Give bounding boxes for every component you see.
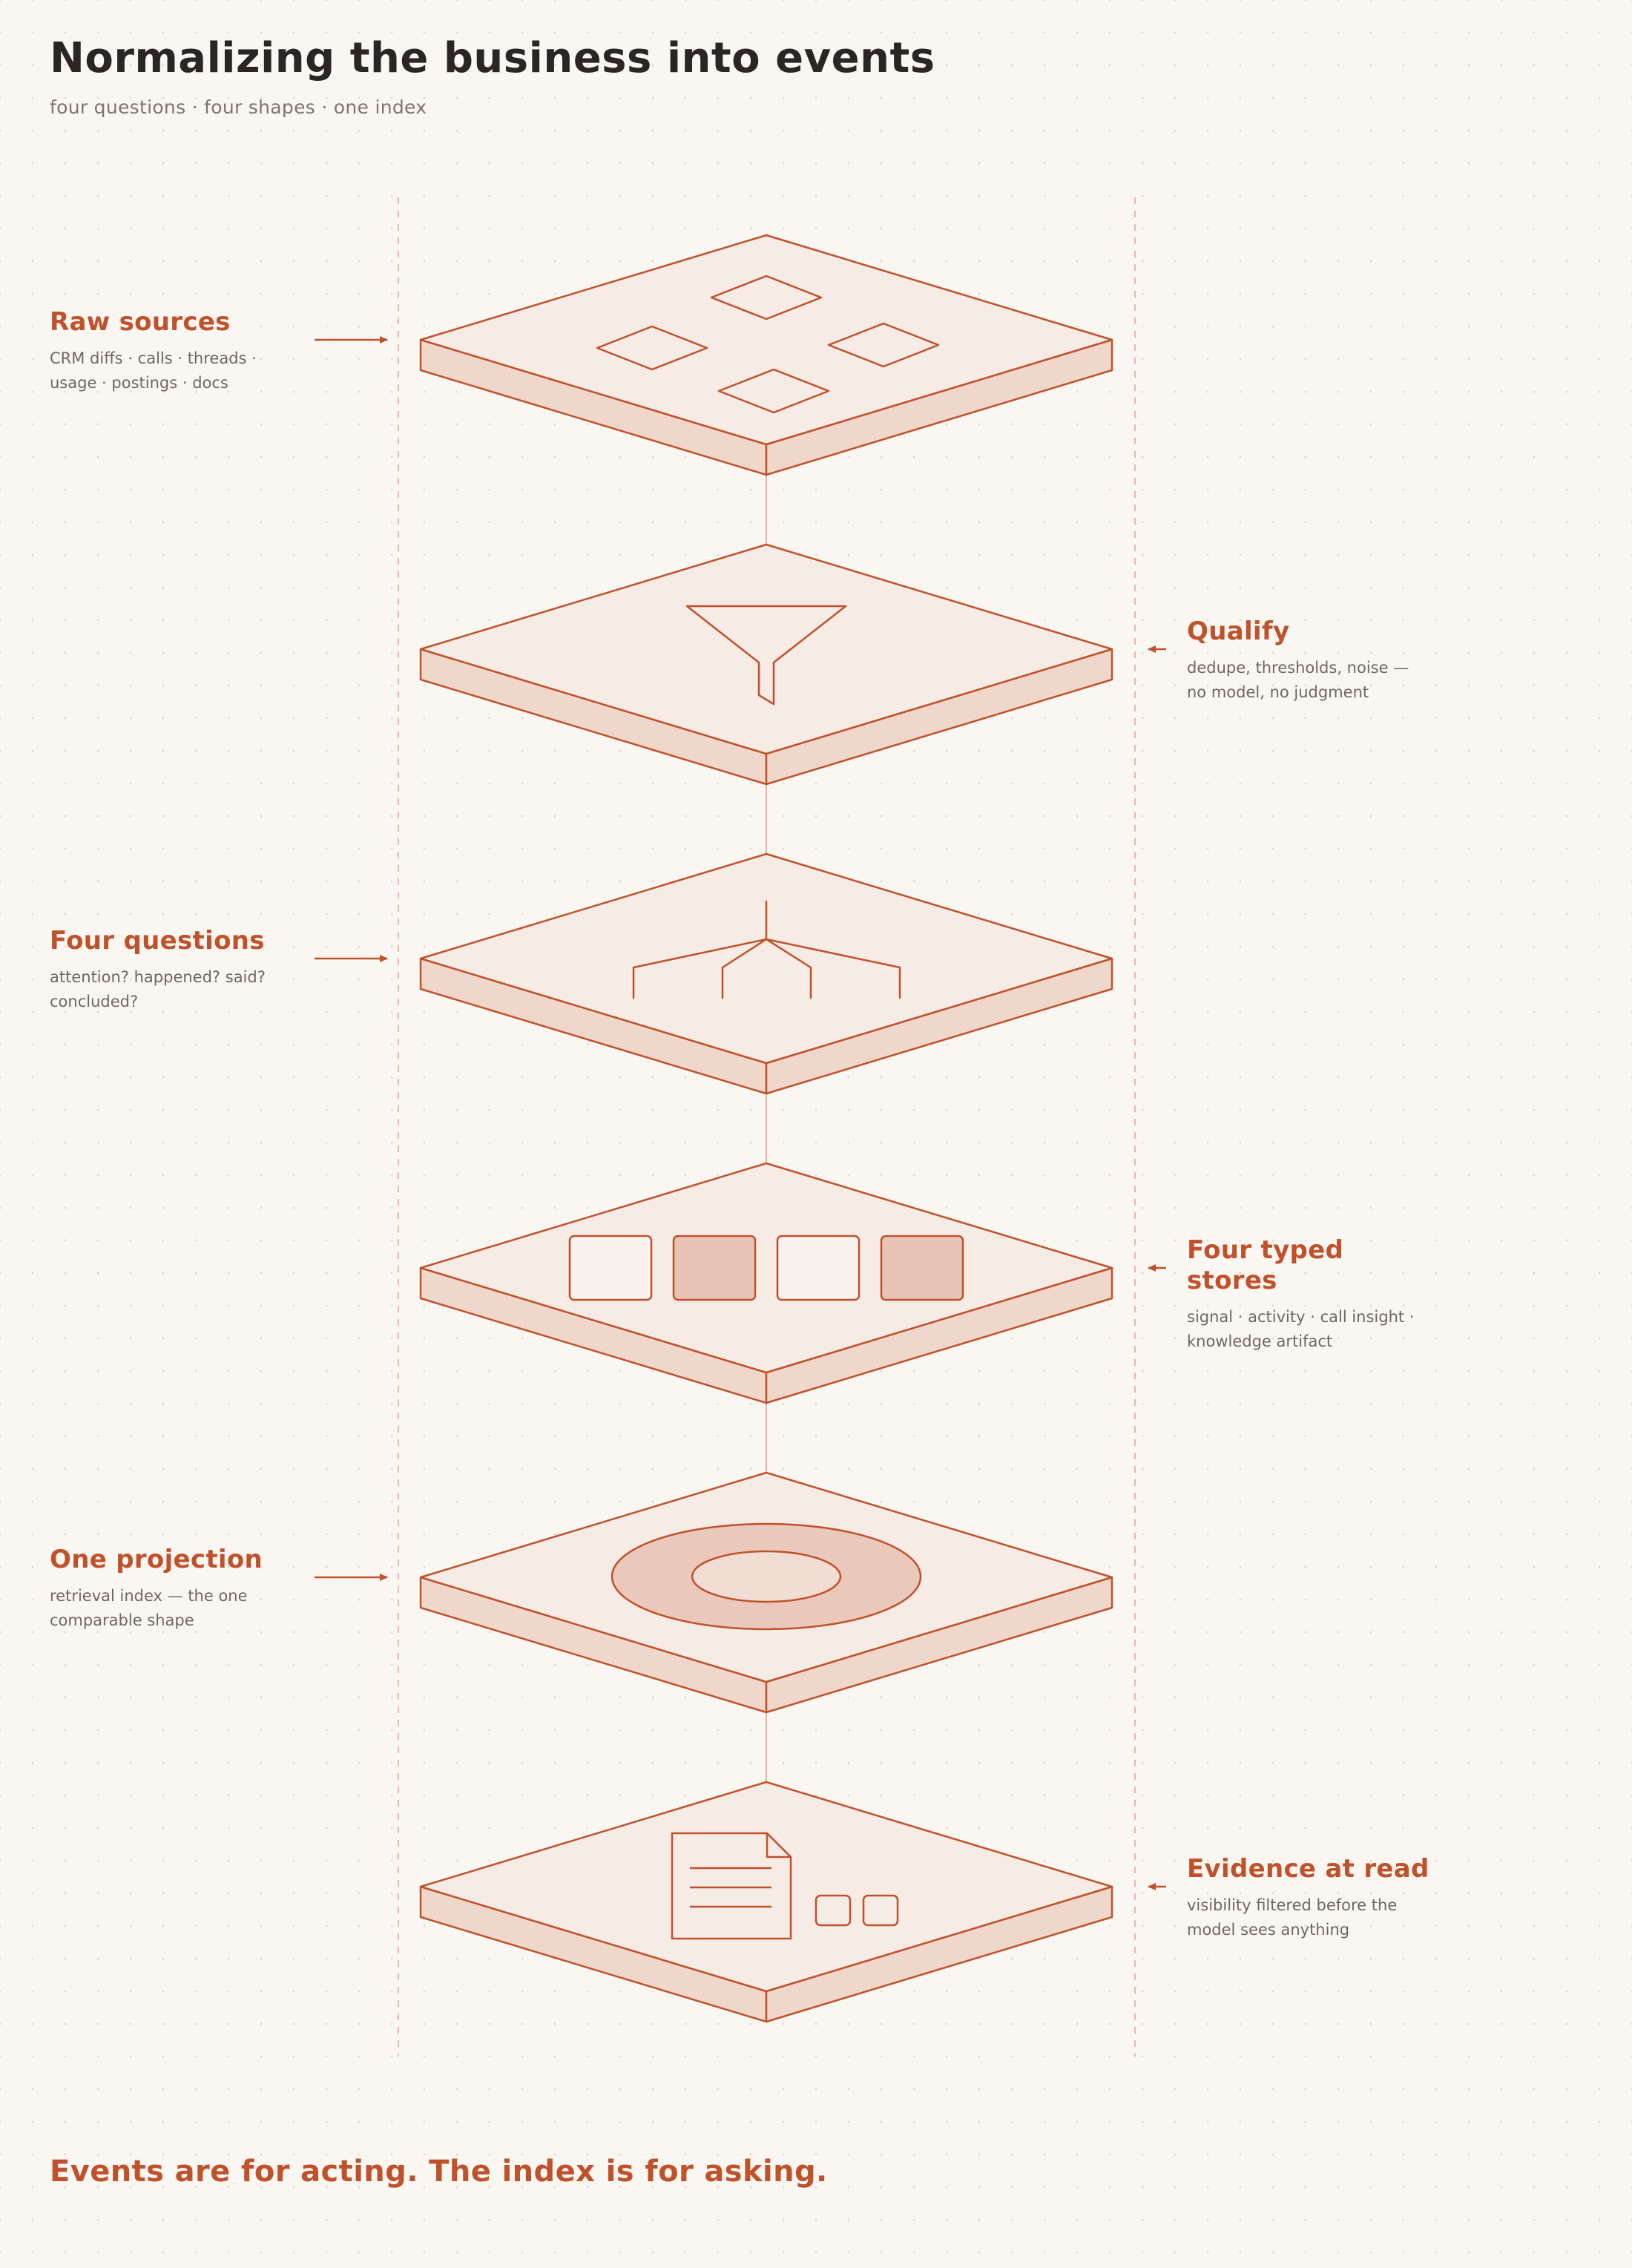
label-qualify: Qualify dedupe, thresholds, noise — no m… [1187, 617, 1432, 706]
concentric-ellipse-icon [611, 1522, 922, 1631]
label-one-projection: One projection retrieval index — the one… [50, 1545, 295, 1634]
page-title: Normalizing the business into events [50, 34, 935, 82]
label-description: dedupe, thresholds, noise — no model, no… [1187, 658, 1409, 702]
label-evidence-at-read: Evidence at read visibility filtered bef… [1187, 1854, 1432, 1943]
document-icon [671, 1832, 792, 1940]
layer-plate-one-projection [419, 1471, 1113, 1714]
four-boxes-icon [568, 1235, 964, 1301]
label-title: Evidence at read [1187, 1854, 1429, 1884]
label-four-typed-stores: Four typed stores signal · activity · ca… [1187, 1235, 1432, 1355]
layer-plate-four-typed-stores [419, 1162, 1113, 1404]
footer-tagline: Events are for acting. The index is for … [50, 2154, 828, 2189]
label-raw-sources: Raw sources CRM diffs · calls · threads … [50, 307, 295, 396]
small-chips-icon [815, 1894, 899, 1927]
label-title: One projection [50, 1545, 263, 1574]
branching-tree-icon [632, 900, 901, 999]
layer-plate-qualify [419, 543, 1113, 786]
label-title: Raw sources [50, 307, 231, 337]
funnel-icon [685, 605, 847, 706]
label-title: Four questions [50, 926, 265, 956]
layer-plate-evidence-at-read [419, 1781, 1113, 2023]
label-four-questions: Four questions attention? happened? said… [50, 926, 295, 1015]
page-subtitle: four questions · four shapes · one index [50, 96, 427, 118]
label-description: visibility filtered before the model see… [1187, 1896, 1398, 1939]
layer-plate-four-questions [419, 852, 1113, 1095]
label-description: retrieval index — the one comparable sha… [50, 1586, 248, 1630]
label-description: attention? happened? said? concluded? [50, 967, 266, 1011]
scattered-diamonds-icon [596, 275, 940, 414]
label-description: signal · activity · call insight · knowl… [1187, 1307, 1415, 1351]
label-title: Qualify [1187, 617, 1290, 646]
label-description: CRM diffs · calls · threads · usage · po… [50, 349, 257, 392]
layer-plate-raw-sources [419, 234, 1113, 476]
label-title: Four typed stores [1187, 1235, 1344, 1295]
